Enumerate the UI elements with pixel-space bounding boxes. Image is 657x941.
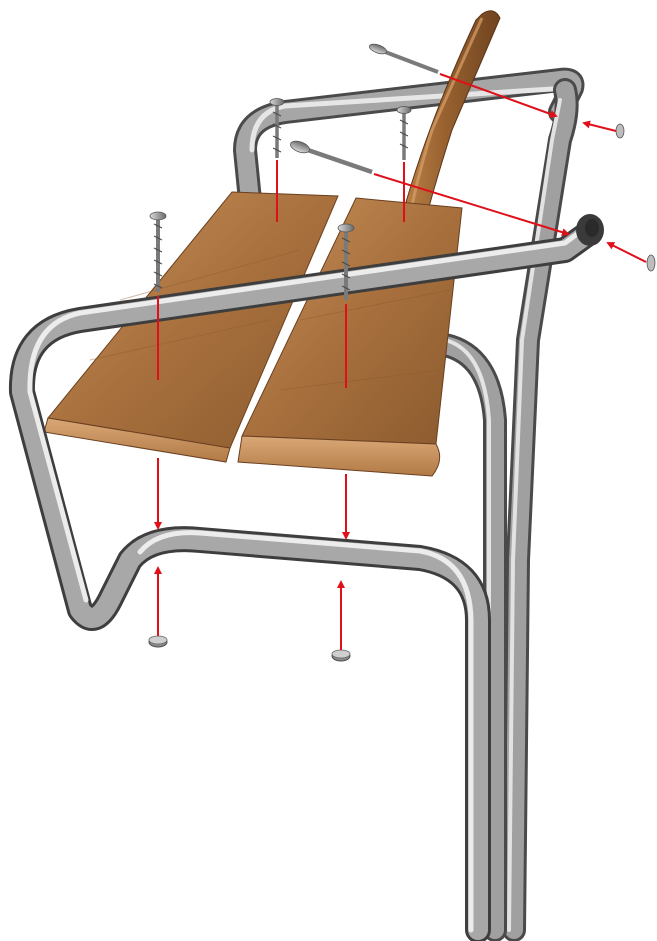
- assembly-arrow: [608, 243, 646, 262]
- carriage-bolt: [397, 107, 411, 161]
- nut: [616, 124, 624, 138]
- nut: [647, 255, 655, 271]
- long-screw: [289, 139, 372, 172]
- long-screw: [368, 42, 438, 72]
- nut: [332, 650, 350, 661]
- nut: [149, 636, 167, 647]
- assembly-arrow: [584, 123, 616, 131]
